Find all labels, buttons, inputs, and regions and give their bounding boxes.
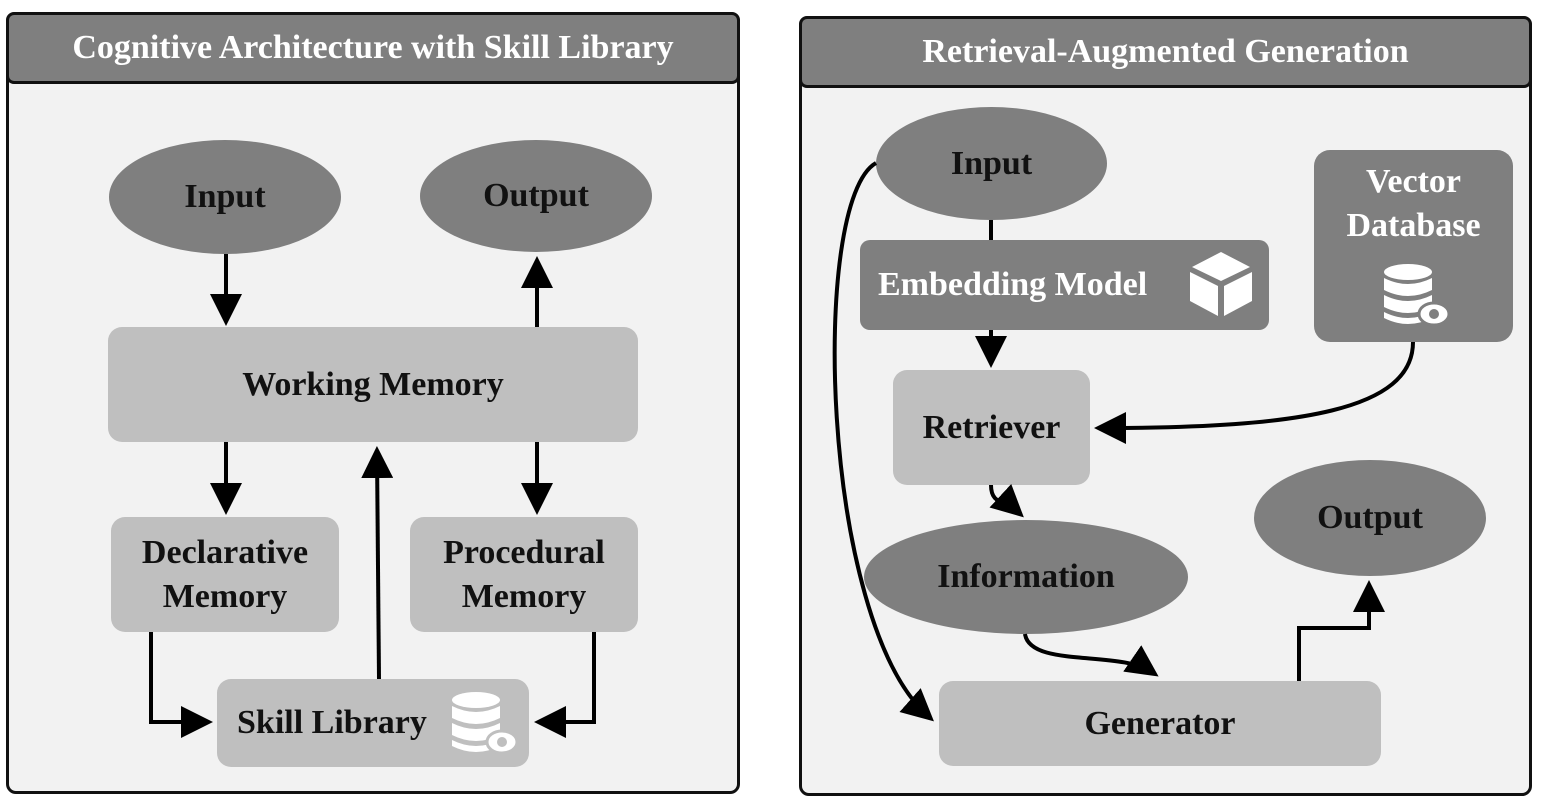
- procedural-memory-node: Procedural Memory: [410, 517, 638, 632]
- right-panel-title: Retrieval-Augmented Generation: [799, 16, 1532, 88]
- working-memory-node: Working Memory: [108, 327, 638, 442]
- embedding-model-label: Embedding Model: [878, 266, 1148, 303]
- right-output-node: Output: [1254, 460, 1486, 576]
- declarative-memory-line2: Memory: [162, 577, 288, 615]
- skill-library-label: Skill Library: [237, 704, 427, 741]
- database-icon: [452, 692, 519, 755]
- vector-database-line2: Database: [1346, 207, 1481, 244]
- vector-database-line1: Vector: [1365, 163, 1462, 200]
- retriever-node: Retriever: [893, 370, 1090, 485]
- declarative-memory-line1: Declarative: [141, 533, 309, 571]
- vector-database-node: Vector Database: [1314, 150, 1513, 342]
- procedural-memory-line2: Memory: [461, 577, 587, 615]
- right-input-node: Input: [876, 107, 1107, 220]
- database-icon: [1384, 264, 1451, 327]
- procedural-memory-line1: Procedural: [443, 533, 605, 571]
- information-node: Information: [864, 520, 1188, 634]
- left-panel-title: Cognitive Architecture with Skill Librar…: [6, 12, 740, 84]
- declarative-memory-node: Declarative Memory: [111, 517, 339, 632]
- generator-node: Generator: [939, 681, 1381, 766]
- left-output-node: Output: [420, 140, 652, 252]
- cube-icon: [1190, 252, 1252, 316]
- left-input-node: Input: [109, 140, 341, 254]
